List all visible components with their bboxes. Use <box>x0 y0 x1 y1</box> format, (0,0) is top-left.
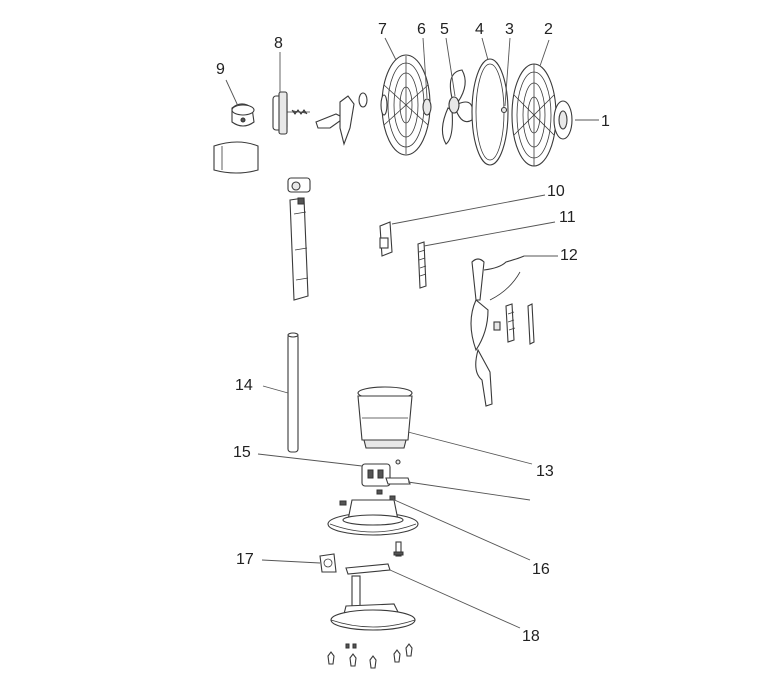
swivel-joint <box>287 177 311 193</box>
part-3-clip <box>500 106 508 114</box>
part-13-base-housing <box>357 386 413 449</box>
part-15-control-box <box>361 459 411 487</box>
callout-8: 8 <box>274 35 283 52</box>
part-10-switch <box>379 221 393 257</box>
mounting-stud <box>393 541 404 557</box>
callout-13: 13 <box>536 463 554 480</box>
part-12-tilt-bracket <box>470 255 535 407</box>
callout-16: 16 <box>532 561 550 578</box>
part-17-bracket-clip <box>319 553 337 573</box>
part-8-motor <box>272 91 310 135</box>
part-5-blade <box>441 69 474 145</box>
callout-18: 18 <box>522 628 540 645</box>
part-6-nut <box>422 98 432 116</box>
part-14-pole <box>287 332 299 453</box>
upper-base-plate <box>327 499 419 536</box>
callout-6: 6 <box>417 21 426 38</box>
callout-2: 2 <box>544 21 553 38</box>
callout-11: 11 <box>559 209 576 226</box>
part-4-guard-ring <box>471 58 509 166</box>
callout-4: 4 <box>475 21 484 38</box>
callout-9: 9 <box>216 61 225 78</box>
callout-3: 3 <box>505 21 514 38</box>
callout-labels: 1 2 3 4 5 6 7 8 9 10 11 12 13 14 15 16 1… <box>216 21 610 645</box>
base-feet <box>327 643 413 669</box>
part-16-screws <box>339 489 396 506</box>
callout-14: 14 <box>235 377 253 394</box>
callout-17: 17 <box>236 551 254 568</box>
callout-7: 7 <box>378 21 387 38</box>
neck-column <box>289 197 309 301</box>
part-1-badge <box>553 100 573 140</box>
part-7-rear-guard <box>380 54 431 156</box>
motor-rear-housing <box>213 141 259 174</box>
callout-12: 12 <box>560 247 578 264</box>
gearbox-bracket <box>315 92 368 146</box>
part-11-spring-rod <box>417 241 427 289</box>
callout-1: 1 <box>601 113 610 130</box>
callout-10: 10 <box>547 183 565 200</box>
callout-5: 5 <box>440 21 449 38</box>
leader-lines <box>225 37 599 629</box>
part-9-cap-knob <box>231 103 255 127</box>
part-2-front-guard <box>511 63 557 167</box>
part-18-base-cross <box>330 563 416 631</box>
callout-15: 15 <box>233 444 251 461</box>
